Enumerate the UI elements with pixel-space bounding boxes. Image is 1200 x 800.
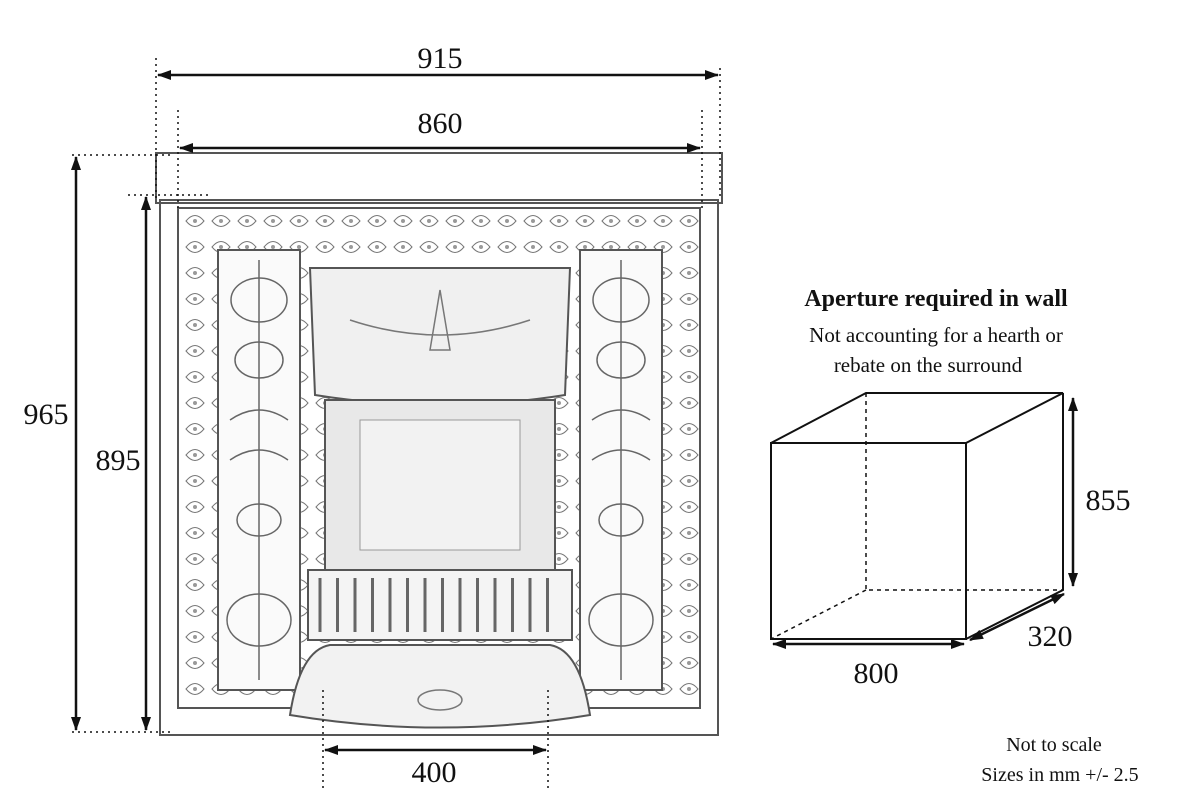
canopy-hood (308, 267, 572, 406)
overall-height-label: 965 (24, 398, 69, 431)
dimension-opening-width: 400 (322, 690, 549, 790)
aperture-title: Aperture required in wall (804, 286, 1068, 312)
fireplace-illustration (155, 152, 723, 736)
dimension-aperture-depth: 320 (969, 592, 1073, 653)
dimension-aperture-height: 855 (1068, 397, 1131, 587)
aperture-subtitle-line2: rebate on the surround (834, 353, 1023, 377)
overall-width-label: 915 (418, 42, 463, 75)
opening-width-label: 400 (412, 756, 457, 789)
dimension-overall-width: 915 (155, 42, 721, 200)
fire-grate (307, 569, 573, 641)
inner-width-label: 860 (418, 107, 463, 140)
mantel-top-plate (155, 152, 723, 204)
outer-frame (159, 199, 719, 736)
left-floral-motif (226, 260, 292, 680)
aperture-depth-label: 320 (1028, 620, 1073, 653)
aperture-height-label: 855 (1086, 484, 1131, 517)
aperture-width-label: 800 (854, 657, 899, 690)
base-fret (288, 644, 592, 729)
aperture-box-3d (770, 392, 1064, 640)
note-sizes: Sizes in mm +/- 2.5 (981, 764, 1138, 786)
note-not-to-scale: Not to scale (1006, 734, 1102, 756)
dimension-inner-height: 895 (96, 194, 212, 731)
right-floral-motif (588, 260, 654, 680)
dimension-aperture-width: 800 (772, 639, 965, 690)
dimension-inner-width: 860 (177, 107, 703, 210)
inner-height-label: 895 (96, 444, 141, 477)
dimension-overall-height: 965 (24, 154, 170, 733)
aperture-subtitle-line1: Not accounting for a hearth or (809, 323, 1063, 347)
